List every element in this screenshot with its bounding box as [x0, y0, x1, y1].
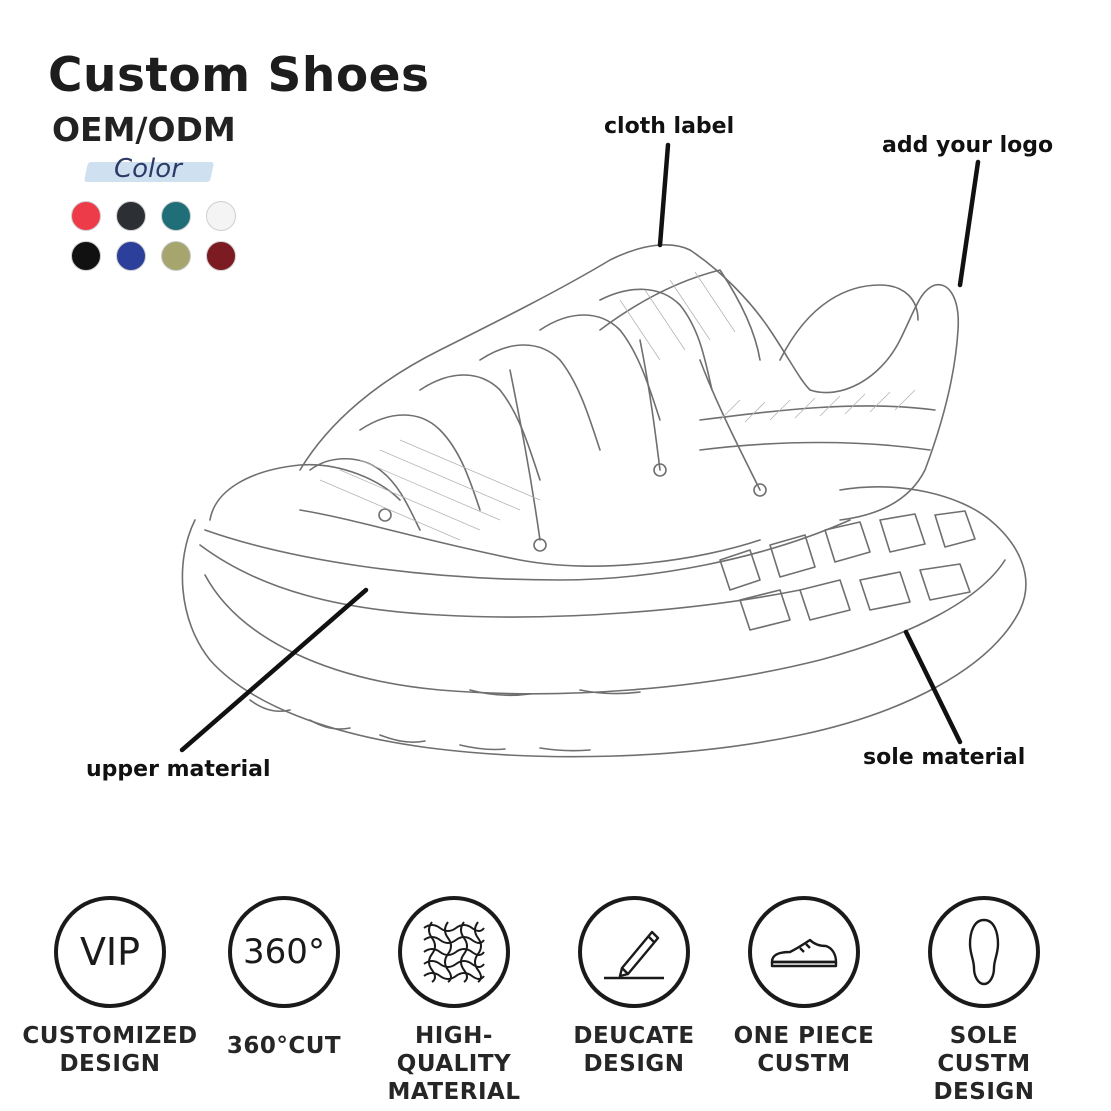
- sneaker-glyph: [770, 938, 838, 968]
- feature-sole-custm-design: SOLE CUSTM DESIGN: [884, 896, 1084, 1106]
- feature-label: DEUCATE DESIGN: [544, 1022, 724, 1078]
- color-swatch-charcoal[interactable]: [116, 201, 146, 231]
- feature-label-line2: MATERIAL: [387, 1079, 521, 1105]
- feature-label-line1: ONE PIECE: [733, 1023, 875, 1049]
- mesh-material-icon: [398, 896, 510, 1008]
- color-swatch-white[interactable]: [206, 201, 236, 231]
- feature-label-line2: DESIGN: [583, 1051, 685, 1077]
- callout-add-logo: add your logo: [882, 133, 1054, 158]
- feature-label-line2: CUSTM: [757, 1051, 851, 1077]
- color-swatch-burgundy[interactable]: [206, 241, 236, 271]
- feature-label-line1: HIGH-QUALITY: [396, 1023, 512, 1077]
- feature-label-line2: CUSTM DESIGN: [933, 1051, 1035, 1105]
- callout-sole-material: sole material: [863, 745, 1026, 770]
- feature-label: 360°CUT: [194, 1032, 374, 1060]
- feature-360-cut: 360° 360°CUT: [194, 896, 374, 1060]
- feature-label-line1: SOLE: [949, 1023, 1019, 1049]
- color-tag: Color: [83, 154, 215, 186]
- page-title: Custom Shoes: [48, 48, 430, 103]
- sole-glyph: [968, 918, 1000, 986]
- pencil-glyph: [604, 930, 664, 980]
- feature-label: SOLE CUSTM DESIGN: [884, 1022, 1084, 1106]
- feature-label-line1: 360°CUT: [226, 1033, 342, 1059]
- feature-customized-design: VIP CUSTOMIZED DESIGN: [20, 896, 200, 1078]
- feature-label: CUSTOMIZED DESIGN: [20, 1022, 200, 1078]
- 360-glyph: 360°: [243, 932, 325, 972]
- callout-upper-material: upper material: [86, 757, 271, 782]
- mesh-glyph: [423, 921, 485, 983]
- feature-one-piece-custm: ONE PIECE CUSTM: [714, 896, 894, 1078]
- vip-glyph: VIP: [79, 930, 141, 974]
- 360-icon: 360°: [228, 896, 340, 1008]
- feature-label-line2: DESIGN: [59, 1051, 161, 1077]
- color-swatch-teal[interactable]: [161, 201, 191, 231]
- feature-label-line1: DEUCATE: [573, 1023, 695, 1049]
- callout-cloth-label: cloth label: [604, 114, 735, 139]
- page-subtitle: OEM/ODM: [52, 110, 236, 149]
- pencil-design-icon: [578, 896, 690, 1008]
- feature-high-quality-material: HIGH-QUALITY MATERIAL: [364, 896, 544, 1106]
- feature-label: ONE PIECE CUSTM: [714, 1022, 894, 1078]
- color-label: Color: [114, 154, 182, 184]
- color-swatch-blue[interactable]: [116, 241, 146, 271]
- feature-label-line1: CUSTOMIZED: [22, 1023, 198, 1049]
- sole-icon: [928, 896, 1040, 1008]
- sneaker-icon: [748, 896, 860, 1008]
- color-swatch-olive[interactable]: [161, 241, 191, 271]
- color-swatch-red[interactable]: [71, 201, 101, 231]
- feature-label: HIGH-QUALITY MATERIAL: [364, 1022, 544, 1106]
- vip-icon: VIP: [54, 896, 166, 1008]
- sneaker-sketch: [179, 142, 1027, 758]
- feature-deucate-design: DEUCATE DESIGN: [544, 896, 724, 1078]
- color-swatch-black[interactable]: [71, 241, 101, 271]
